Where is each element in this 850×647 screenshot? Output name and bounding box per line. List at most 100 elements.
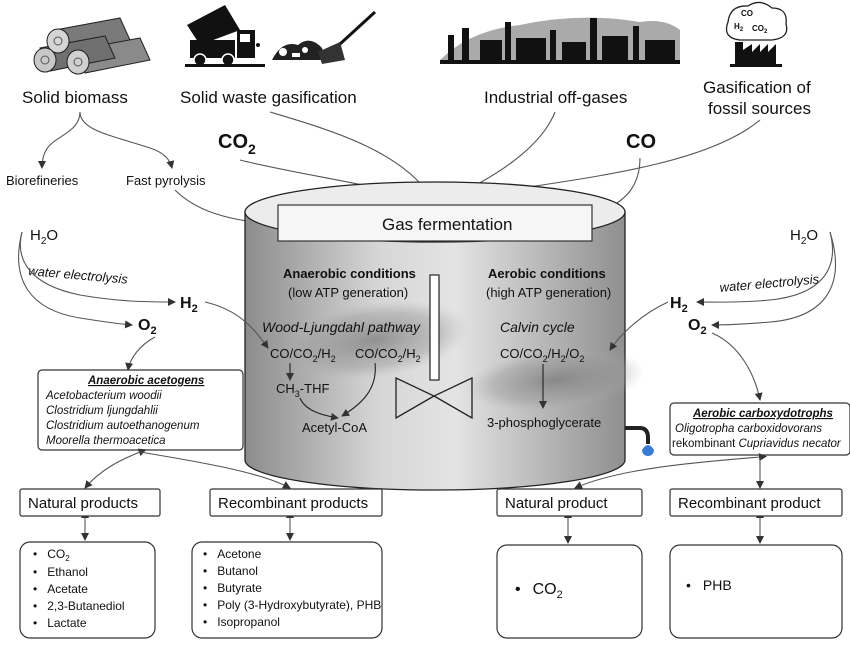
right-o2-label: O [688, 317, 700, 334]
svg-text:CO2: CO2 [752, 24, 768, 35]
aerobic-natural-co2: CO [533, 581, 557, 598]
dump-truck-icon [185, 5, 265, 67]
calvin-cycle-label: Calvin cycle [500, 319, 575, 335]
anaerobic-conditions-title: Anaerobic conditions [283, 266, 416, 281]
aerobic-organism-1: Oligotropha carboxidovorans [675, 423, 822, 435]
right-h2-label: H [670, 295, 682, 312]
natural-bullet-co2: • [33, 547, 37, 561]
svg-text:CO2: CO2 [218, 131, 256, 157]
fossil-icon-h2-label: H [734, 22, 740, 31]
aerobic-natural-list-box [496, 544, 643, 639]
industrial-offgas-label: Industrial off-gases [484, 88, 627, 107]
left-electrolysis-label: water electrolysis [28, 263, 129, 287]
anaerobic-acetogens-heading: Anaerobic acetogens [87, 375, 204, 387]
solid-waste-label: Solid waste gasification [180, 88, 357, 107]
svg-text:•PHB: • PHB [686, 577, 732, 593]
recombinant-products-list-box [191, 541, 383, 639]
aerobic-conditions-sub: (high ATP generation) [486, 285, 611, 300]
substrate-to-acetyl-arrow [341, 362, 376, 417]
svg-text:CO/CO2/H2/O2: CO/CO2/H2/O2 [500, 346, 584, 364]
factory-skyline-icon [440, 17, 680, 64]
svg-text:H2: H2 [180, 295, 198, 315]
fossil-label-line1: Gasification of [703, 78, 811, 97]
natural-product-item: •2,3-Butanediol [33, 599, 125, 613]
recombinant-products-header: Recombinant products [218, 495, 368, 512]
aerobic-recombinant-phb: PHB [703, 577, 732, 593]
wood-logs-icon [33, 17, 151, 75]
recombinant-product-header: Recombinant product [678, 495, 821, 512]
aerobic-organism-2-prefix: rekombinant [672, 438, 738, 450]
phosphoglycerate-label: 3-phosphoglycerate [487, 415, 601, 430]
natural-product-header: Natural product [505, 495, 608, 512]
svg-text:H2: H2 [734, 22, 744, 33]
fossil-icon-co-label: CO [741, 9, 753, 18]
fossil-icon-co2-label: CO [752, 24, 764, 33]
left-o2-label: O [138, 317, 150, 334]
co-source-label: CO [626, 131, 656, 153]
acetyl-coa-label: Acetyl-CoA [302, 420, 367, 435]
thf-to-acetyl-arrow [299, 397, 339, 421]
aerobic-substrate: CO/CO [500, 346, 543, 361]
right-electrolysis-arrows [609, 231, 836, 401]
natural-product-item: •Acetate [33, 582, 88, 596]
svg-text:•CO2: •CO2 [515, 581, 563, 601]
left-h2-label: H [180, 295, 192, 312]
recombinant-product-item: •Butanol [203, 564, 258, 578]
recombinant-product-item: •Isopropanol [203, 615, 280, 629]
svg-text:CO/CO2/H2: CO/CO2/H2 [355, 346, 421, 364]
svg-text:CO/CO2/H2: CO/CO2/H2 [270, 346, 336, 364]
aerobic-organism-2-name: Cupriavidus necator [738, 438, 841, 450]
aerobic-conditions-title: Aerobic conditions [488, 266, 606, 281]
recombinant-product-item: •Acetone [203, 547, 262, 561]
natural-products-list: •Ethanol •Acetate •2,3-Butanediol •Lactate [33, 565, 125, 630]
ch3-thf-label: CH [276, 381, 295, 396]
right-h2o-label: H [790, 227, 801, 244]
fossil-plant-icon: CO H2 CO2 [725, 1, 788, 67]
fossil-label-line2: fossil sources [708, 99, 811, 118]
natural-product-item: •Ethanol [33, 565, 88, 579]
aerobic-natural-bullet: • [515, 581, 521, 598]
anaerobic-substrate-2: CO/CO [355, 346, 398, 361]
biorefineries-label: Biorefineries [6, 173, 79, 188]
anaerobic-organism: Acetobacterium woodii [45, 390, 162, 402]
recombinant-product-header-box [669, 488, 843, 517]
natural-product-header-box [496, 488, 643, 517]
anaerobic-organism: Moorella thermoacetica [46, 435, 166, 447]
trash-broom-icon [272, 10, 377, 64]
gas-fermentation-box [277, 204, 593, 242]
svg-text:O2: O2 [688, 317, 707, 337]
natural-co2-label: CO [47, 547, 65, 561]
svg-text:H2O: H2O [790, 227, 818, 247]
aerobic-recombinant-list-box [669, 544, 843, 639]
recombinant-products-header-box [209, 488, 383, 517]
recombinant-product-item: •Butyrate [203, 581, 262, 595]
left-electrolysis-arrows [18, 231, 269, 371]
organism-to-product-arrows [81, 448, 767, 544]
anaerobic-substrate-1: CO/CO [270, 346, 313, 361]
anaerobic-organism: Clostridium autoethanogenum [46, 420, 200, 432]
natural-product-item: •Lactate [33, 616, 87, 630]
gas-fermentation-title: Gas fermentation [382, 215, 512, 234]
svg-text:H2: H2 [670, 295, 688, 315]
svg-text:O2: O2 [138, 317, 157, 337]
recombinant-product-item: •Poly (3-Hydroxybutyrate), PHB [203, 598, 381, 612]
natural-products-header: Natural products [28, 495, 138, 512]
fast-pyrolysis-label: Fast pyrolysis [126, 173, 206, 188]
svg-text:H2O: H2O [30, 227, 58, 247]
aerobic-carboxydotrophs-heading: Aerobic carboxydotrophs [692, 408, 833, 420]
co2-source-label: CO [218, 131, 248, 153]
anaerobic-conditions-sub: (low ATP generation) [288, 285, 408, 300]
svg-text:•CO2: •CO2 [33, 547, 70, 563]
solid-biomass-label: Solid biomass [22, 88, 128, 107]
anaerobic-organism: Clostridium ljungdahlii [46, 405, 158, 417]
left-h2o-label: H [30, 227, 41, 244]
svg-text:rekombinant Cupriavidus necato: rekombinant Cupriavidus necator [672, 438, 842, 450]
natural-products-list-box [19, 541, 156, 639]
natural-products-header-box [19, 488, 161, 517]
svg-text:CH3-THF: CH3-THF [276, 381, 329, 399]
recombinant-products-list: •Acetone •Butanol •Butyrate •Poly (3-Hydrox… [203, 547, 381, 629]
wood-ljungdahl-label: Wood-Ljungdahl pathway [262, 319, 421, 335]
aerobic-recombinant-bullet: • [686, 577, 691, 593]
